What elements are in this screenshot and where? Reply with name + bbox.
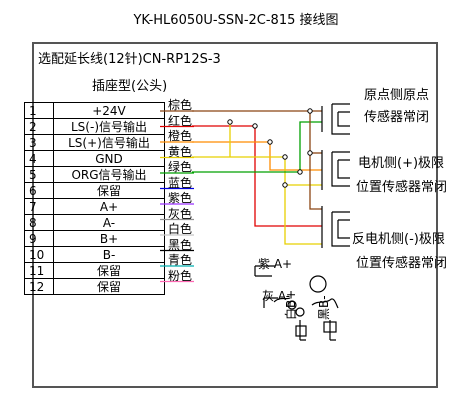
pin-number: 12 [24, 278, 54, 295]
wire-color-label: 橙色 [168, 129, 193, 143]
wire-color-label: 白色 [168, 222, 193, 236]
sensor-minus-limit-line2: 位置传感器常闭 [356, 256, 448, 271]
motor-a-minus-label: 灰 A- [262, 289, 291, 303]
wire-color-label: 红色 [168, 113, 193, 128]
wire-yellow-run [192, 156, 322, 245]
motor-b-plus-label: 白B+ [284, 289, 298, 320]
sensor-symbol-minus-limit [321, 206, 350, 248]
diagram-title: YK-HL6050U-SSN-2C-815 接线图 [133, 13, 339, 28]
junction-dot [297, 169, 303, 175]
junction-dot [227, 119, 233, 125]
wire-orange-run [192, 141, 322, 171]
wire-color-label: 绿色 [168, 160, 193, 174]
pin-signal: +24V [53, 102, 165, 119]
motor-symbol [254, 265, 339, 341]
sensor-plus-limit-line1: 电机侧(+)极限 [358, 156, 445, 171]
sensor-plus-limit-line2: 位置传感器常闭 [356, 180, 448, 195]
sensor-origin-line1: 原点侧原点 [364, 88, 430, 103]
sensor-origin-line2: 传感器常闭 [364, 110, 430, 125]
wire-color-label: 青色 [168, 253, 193, 267]
junction-dot [282, 182, 288, 188]
wire-color-label: 紫色 [168, 191, 193, 205]
wire-green-run [192, 121, 322, 173]
socket-label: 插座型(公头) [92, 79, 168, 94]
junction-dot [252, 123, 258, 129]
pin-signal: LS(-)信号输出 [53, 118, 165, 135]
sensor-symbol-plus-limit [321, 150, 350, 190]
sensor-minus-limit-line1: 反电机侧(-)极限 [352, 232, 445, 247]
wire-color-label: 灰色 [168, 206, 193, 221]
junction-dot [267, 139, 273, 145]
junction-dot [282, 154, 288, 160]
pin-row: 1+24V [24, 102, 165, 119]
junction-dot [307, 108, 313, 114]
junction-dot [307, 150, 313, 156]
wire-brown-drop [309, 111, 322, 210]
pin-signal: GND [53, 150, 165, 167]
wire-color-label: 蓝色 [168, 175, 193, 190]
wire-color-label: 黑色 [168, 237, 193, 252]
pin-signal: ORG信号输出 [53, 166, 165, 183]
motor-b-minus-label: 黑B- [317, 295, 331, 320]
cable-label: 选配延长线(12针)CN-RP12S-3 [38, 52, 221, 67]
wire-red-run [192, 125, 322, 227]
wire-color-label: 黄色 [168, 144, 193, 159]
motor-a-plus-label: 紫 A+ [258, 257, 293, 271]
sensor-symbol-origin [321, 103, 350, 135]
wire-color-label: 粉色 [168, 268, 193, 283]
wire-color-label: 棕色 [168, 98, 193, 112]
pin-signal: 保留 [53, 278, 165, 295]
